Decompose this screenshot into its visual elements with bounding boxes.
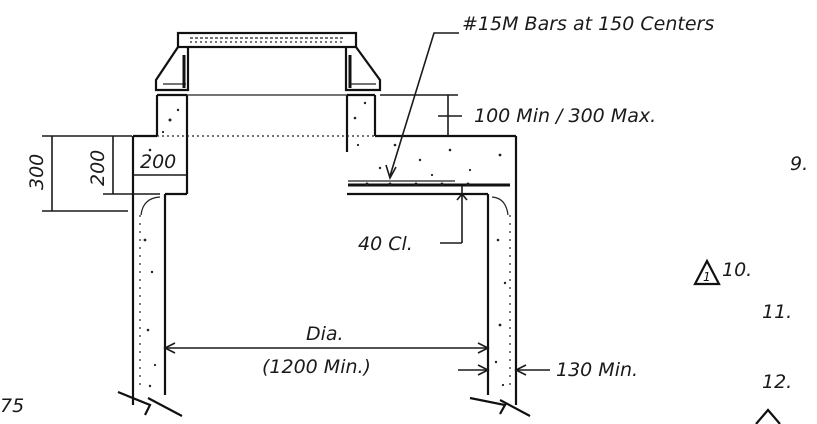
dim-200-vertical: 200 bbox=[87, 150, 109, 186]
diameter-min-label: (1200 Min.) bbox=[262, 356, 371, 378]
edge-number: 75 bbox=[0, 395, 24, 417]
note-10: 10. bbox=[722, 259, 752, 281]
dim-300-vertical: 300 bbox=[26, 154, 48, 190]
concrete-hatch bbox=[143, 101, 507, 388]
top-slab bbox=[131, 134, 518, 405]
svg-text:1: 1 bbox=[703, 270, 711, 284]
revision-triangle-icon: 1 bbox=[693, 258, 721, 286]
clear-cover-label: 40 Cl. bbox=[358, 233, 413, 255]
note-9: 9. bbox=[790, 153, 808, 175]
bars-label: #15M Bars at 150 Centers bbox=[462, 13, 714, 35]
diameter-label: Dia. bbox=[306, 323, 344, 345]
frame-flanges bbox=[154, 46, 382, 92]
note-12: 12. bbox=[762, 371, 792, 393]
note-11: 11. bbox=[762, 301, 792, 323]
wall-min-label: 130 Min. bbox=[556, 359, 638, 381]
dim-200-horizontal: 200 bbox=[140, 151, 176, 173]
chamber-walls bbox=[117, 194, 531, 417]
min-max-label: 100 Min / 300 Max. bbox=[474, 105, 656, 127]
revision-triangle-icon-partial bbox=[755, 408, 781, 424]
grade-rings bbox=[155, 93, 377, 194]
manhole-cover bbox=[176, 31, 358, 49]
dimension-lines bbox=[42, 32, 550, 376]
